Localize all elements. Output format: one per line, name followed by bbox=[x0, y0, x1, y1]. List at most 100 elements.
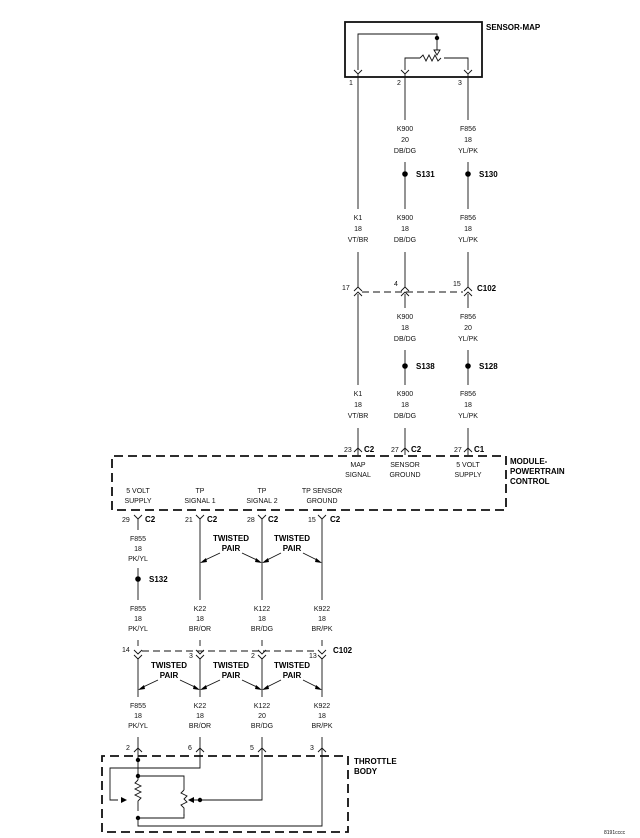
svg-text:18: 18 bbox=[464, 137, 472, 144]
pcm-pin-28: 28 bbox=[247, 517, 255, 524]
svg-text:PK/YL: PK/YL bbox=[128, 556, 148, 563]
svg-text:K1: K1 bbox=[354, 215, 363, 222]
svg-text:YL/PK: YL/PK bbox=[458, 148, 478, 155]
pcm-tp-ground-l2: GROUND bbox=[306, 498, 337, 505]
svg-text:18: 18 bbox=[354, 226, 362, 233]
pcm-tp-signal2-l1: TP bbox=[258, 488, 267, 495]
svg-text:F855: F855 bbox=[130, 606, 146, 613]
svg-text:K922: K922 bbox=[314, 703, 330, 710]
pcm-tp-5v-supply-l1: 5 VOLT bbox=[126, 488, 150, 495]
pcm-conn-c2: C2 bbox=[268, 515, 279, 524]
throttle-pin-3: 3 bbox=[310, 745, 314, 752]
svg-text:18: 18 bbox=[134, 713, 142, 720]
wire-label-f856-a: F856 18 YL/PK bbox=[458, 126, 478, 155]
pcm-tp-signal1-l1: TP bbox=[196, 488, 205, 495]
pcm-conn-c1: C1 bbox=[474, 445, 485, 454]
svg-text:PAIR: PAIR bbox=[222, 544, 241, 553]
svg-text:F856: F856 bbox=[460, 314, 476, 321]
svg-text:TWISTED: TWISTED bbox=[274, 661, 310, 670]
pcm-5v-supply-l2: SUPPLY bbox=[454, 472, 481, 479]
svg-text:18: 18 bbox=[318, 616, 326, 623]
splice-s132-dot bbox=[135, 576, 141, 582]
twisted-pair-lower-3: TWISTED PAIR bbox=[262, 661, 322, 690]
pcm-conn-c2: C2 bbox=[145, 515, 156, 524]
svg-text:F855: F855 bbox=[130, 703, 146, 710]
wire-label-k122-a: K122 18 BR/DG bbox=[251, 606, 273, 633]
splice-s128-label: S128 bbox=[479, 362, 498, 371]
svg-text:18: 18 bbox=[354, 402, 362, 409]
pcm-conn-c2: C2 bbox=[207, 515, 218, 524]
svg-text:K22: K22 bbox=[194, 606, 207, 613]
twisted-pair-upper-2: TWISTED PAIR bbox=[262, 534, 322, 563]
svg-text:F856: F856 bbox=[460, 126, 476, 133]
svg-text:K922: K922 bbox=[314, 606, 330, 613]
svg-text:K1: K1 bbox=[354, 391, 363, 398]
wire-label-f856-d: F856 18 YL/PK bbox=[458, 391, 478, 420]
svg-text:TWISTED: TWISTED bbox=[213, 661, 249, 670]
wire-label-k22-b: K22 18 BR/OR bbox=[189, 703, 211, 730]
pcm-pin-21: 21 bbox=[185, 517, 193, 524]
throttle-pin-5: 5 bbox=[250, 745, 254, 752]
wire-label-f856-b: F856 18 YL/PK bbox=[458, 215, 478, 244]
svg-text:20: 20 bbox=[464, 325, 472, 332]
wire-label-k922-b: K922 18 BR/PK bbox=[311, 703, 332, 730]
pcm-5v-supply-l1: 5 VOLT bbox=[456, 462, 480, 469]
wire-label-f855-a: F855 18 PK/YL bbox=[128, 536, 148, 563]
svg-text:F856: F856 bbox=[460, 391, 476, 398]
sensor-map-label: SENSOR-MAP bbox=[486, 23, 541, 32]
wire-label-k900-c: K900 18 DB/DG bbox=[394, 314, 416, 343]
pcm-pin-23: 23 bbox=[344, 447, 352, 454]
twisted-pair-upper-1: TWISTED PAIR bbox=[200, 534, 262, 563]
svg-text:VT/BR: VT/BR bbox=[348, 237, 369, 244]
pcm-map-signal-l2: SIGNAL bbox=[345, 472, 371, 479]
wire-label-f855-c: F855 18 PK/YL bbox=[128, 703, 148, 730]
pcm-sensor-ground-l2: GROUND bbox=[389, 472, 420, 479]
wire-label-k1-a: K1 18 VT/BR bbox=[348, 215, 369, 244]
wire-label-k900-a: K900 20 DB/DG bbox=[394, 126, 416, 155]
throttle-pin-6: 6 bbox=[188, 745, 192, 752]
pcm-tp-signal1-l2: SIGNAL 1 bbox=[184, 498, 215, 505]
svg-text:K900: K900 bbox=[397, 314, 413, 321]
svg-text:YL/PK: YL/PK bbox=[458, 413, 478, 420]
svg-text:K900: K900 bbox=[397, 215, 413, 222]
throttle-body-component bbox=[101, 755, 349, 833]
c102-top-label: C102 bbox=[477, 284, 497, 293]
splice-s131-label: S131 bbox=[416, 170, 435, 179]
svg-text:YL/PK: YL/PK bbox=[458, 237, 478, 244]
pcm-tp-signal2-l2: SIGNAL 2 bbox=[246, 498, 277, 505]
pcm-map-signal-l1: MAP bbox=[350, 462, 366, 469]
svg-text:PK/YL: PK/YL bbox=[128, 723, 148, 730]
svg-text:18: 18 bbox=[134, 546, 142, 553]
throttle-body-label-2: BODY bbox=[354, 767, 378, 776]
wire-label-k22-a: K22 18 BR/OR bbox=[189, 606, 211, 633]
wire-label-f856-c: F856 20 YL/PK bbox=[458, 314, 478, 343]
sensor-pin-3: 3 bbox=[458, 80, 462, 87]
svg-text:BR/PK: BR/PK bbox=[311, 626, 332, 633]
splice-s130-dot bbox=[465, 171, 471, 177]
wire-label-k922-a: K922 18 BR/PK bbox=[311, 606, 332, 633]
pcm-tp-5v-supply-l2: SUPPLY bbox=[124, 498, 151, 505]
svg-text:18: 18 bbox=[196, 616, 204, 623]
twisted-pair-lower-1: TWISTED PAIR bbox=[138, 661, 200, 690]
svg-text:YL/PK: YL/PK bbox=[458, 336, 478, 343]
pcm-pin-27: 27 bbox=[391, 447, 399, 454]
c102-bottom-pin-14: 14 bbox=[122, 647, 130, 654]
svg-text:K900: K900 bbox=[397, 126, 413, 133]
pcm-conn-c2: C2 bbox=[411, 445, 422, 454]
svg-text:18: 18 bbox=[196, 713, 204, 720]
svg-text:18: 18 bbox=[258, 616, 266, 623]
sensor-pin-2: 2 bbox=[397, 80, 401, 87]
svg-text:DB/DG: DB/DG bbox=[394, 336, 416, 343]
svg-text:PAIR: PAIR bbox=[283, 671, 302, 680]
splice-s138-label: S138 bbox=[416, 362, 435, 371]
wire-label-k122-b: K122 20 BR/DG bbox=[251, 703, 273, 730]
splice-s132-label: S132 bbox=[149, 575, 168, 584]
svg-text:TWISTED: TWISTED bbox=[213, 534, 249, 543]
sensor-map-component: SENSOR-MAP bbox=[344, 21, 541, 78]
svg-text:18: 18 bbox=[134, 616, 142, 623]
svg-text:PAIR: PAIR bbox=[160, 671, 179, 680]
pcm-component bbox=[111, 455, 507, 511]
connector-c102-bottom bbox=[133, 649, 327, 660]
c102-bottom-pin-13: 13 bbox=[309, 653, 317, 660]
